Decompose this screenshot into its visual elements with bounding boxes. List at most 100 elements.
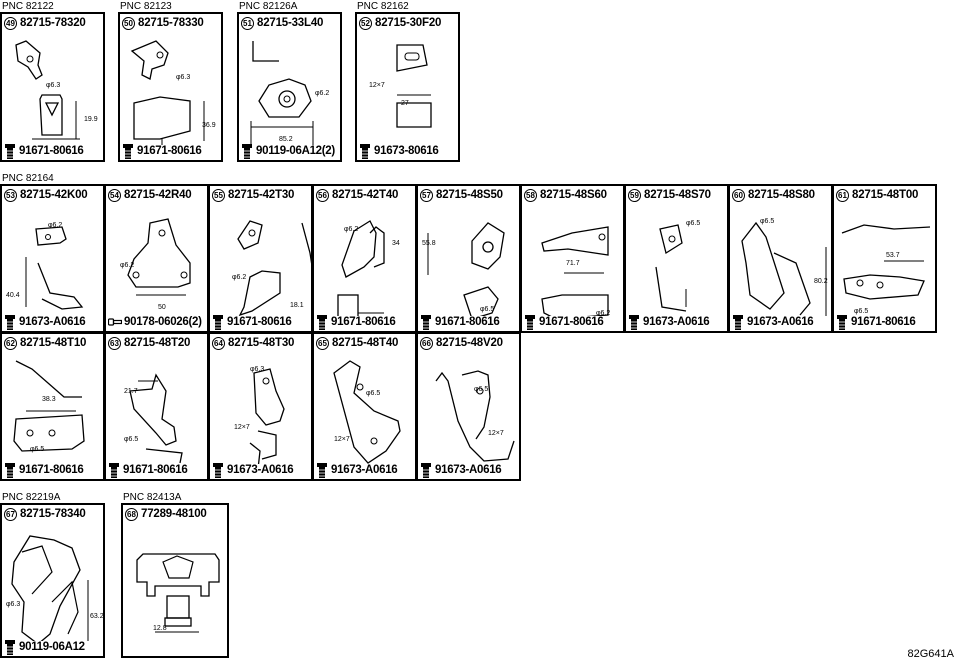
reference-number-badge: 50 [122,16,135,30]
dimension-label: 38.3 [42,396,56,403]
dimension-label: 19.9 [84,116,98,123]
part-illustration: φ6.319.9 [15,40,98,140]
fastener-part-number: 91671-80616 [851,316,916,328]
dimension-label: φ6.5 [686,220,700,227]
bolt-icon [4,144,16,159]
fastener-row: 90178-06026(2) [108,314,202,330]
dimension-label: 12×7 [234,424,250,431]
bolt-icon [316,463,328,478]
part-number: 82715-42K00 [20,189,88,201]
bolt-icon [4,463,16,478]
fastener-part-number: 90119-06A12 [19,641,85,653]
bolt-icon [316,315,328,330]
part-number: 82715-48T20 [124,337,191,349]
fastener-part-number: 91671-80616 [19,464,84,476]
bolt-icon [420,463,432,478]
reference-number-badge: 68 [125,507,138,521]
reference-number-badge: 57 [420,188,433,202]
reference-number-badge: 58 [524,188,537,202]
dimension-label: φ6.2 [48,222,62,229]
fastener-row: 91671-80616 [4,143,84,159]
bolt-icon [420,315,432,330]
part-illustration: φ6.5 12×7 [435,370,515,462]
part-number: 82715-48S60 [540,189,607,201]
bolt-icon [212,463,224,478]
part-number: 82715-78340 [20,508,86,520]
bolt-icon [122,144,134,159]
reference-number-badge: 63 [108,336,121,350]
fastener-row: 91673-A0616 [316,462,398,478]
fastener-part-number: 91673-A0616 [19,316,86,328]
fastener-row: 91671-80616 [524,314,604,330]
dimension-label: φ6.5 [480,306,494,313]
reference-number-badge: 52 [359,16,372,30]
dimension-label: 71.7 [566,260,580,267]
bolt-icon [212,315,224,330]
pin-icon [108,318,122,326]
part-number: 82715-48S50 [436,189,503,201]
fastener-row: 91671-80616 [420,314,500,330]
part-illustration: 12×727 [369,44,432,128]
fastener-row: 91673-A0616 [4,314,86,330]
dimension-label: 12×7 [334,436,350,443]
reference-number-badge: 61 [836,188,849,202]
dimension-label: 12.8 [153,625,167,632]
dimension-label: 50 [158,304,166,311]
dimension-label: φ6.2 [120,262,134,269]
dimension-label: φ6.5 [474,386,488,393]
pnc-label-82162: PNC 82162 [357,1,409,12]
part-illustration: 71.7φ6.2 [541,226,610,316]
dimension-label: φ6.3 [250,366,264,373]
fastener-row: 91671-80616 [4,462,84,478]
part-number: 77289-48100 [141,508,207,520]
reference-number-badge: 54 [108,188,121,202]
part-illustration: φ6.285.2 [250,41,329,145]
part-illustration: φ6.336.9 [130,40,216,145]
fastener-part-number: 91673-A0616 [747,316,814,328]
bolt-icon [524,315,536,330]
fastener-part-number: 91673-A0616 [435,464,502,476]
dimension-label: 12×7 [488,430,504,437]
part-illustration: φ6.218.1 [232,220,311,316]
part-illustration: φ6.2 50 [120,218,191,311]
fastener-part-number: 91671-80616 [123,464,188,476]
reference-number-badge: 62 [4,336,17,350]
fastener-row: 91673-80616 [359,143,439,159]
fastener-part-number: 91673-A0616 [643,316,710,328]
dimension-label: 80.2 [814,278,828,285]
dimension-label: φ6.5 [760,218,774,225]
part-number: 82715-48T10 [20,337,87,349]
fastener-row: 91673-A0616 [420,462,502,478]
reference-number-badge: 66 [420,336,433,350]
part-illustration: 53.7φ6.5 [841,224,931,315]
pnc-label-82219a: PNC 82219A [2,492,61,503]
pnc-label-82123: PNC 82123 [120,1,172,12]
fastener-row: 91671-80616 [212,314,292,330]
part-illustration: φ6.5 80.2 [741,218,828,316]
part-number: 82715-42T30 [228,189,295,201]
dimension-label: 34 [392,240,400,247]
